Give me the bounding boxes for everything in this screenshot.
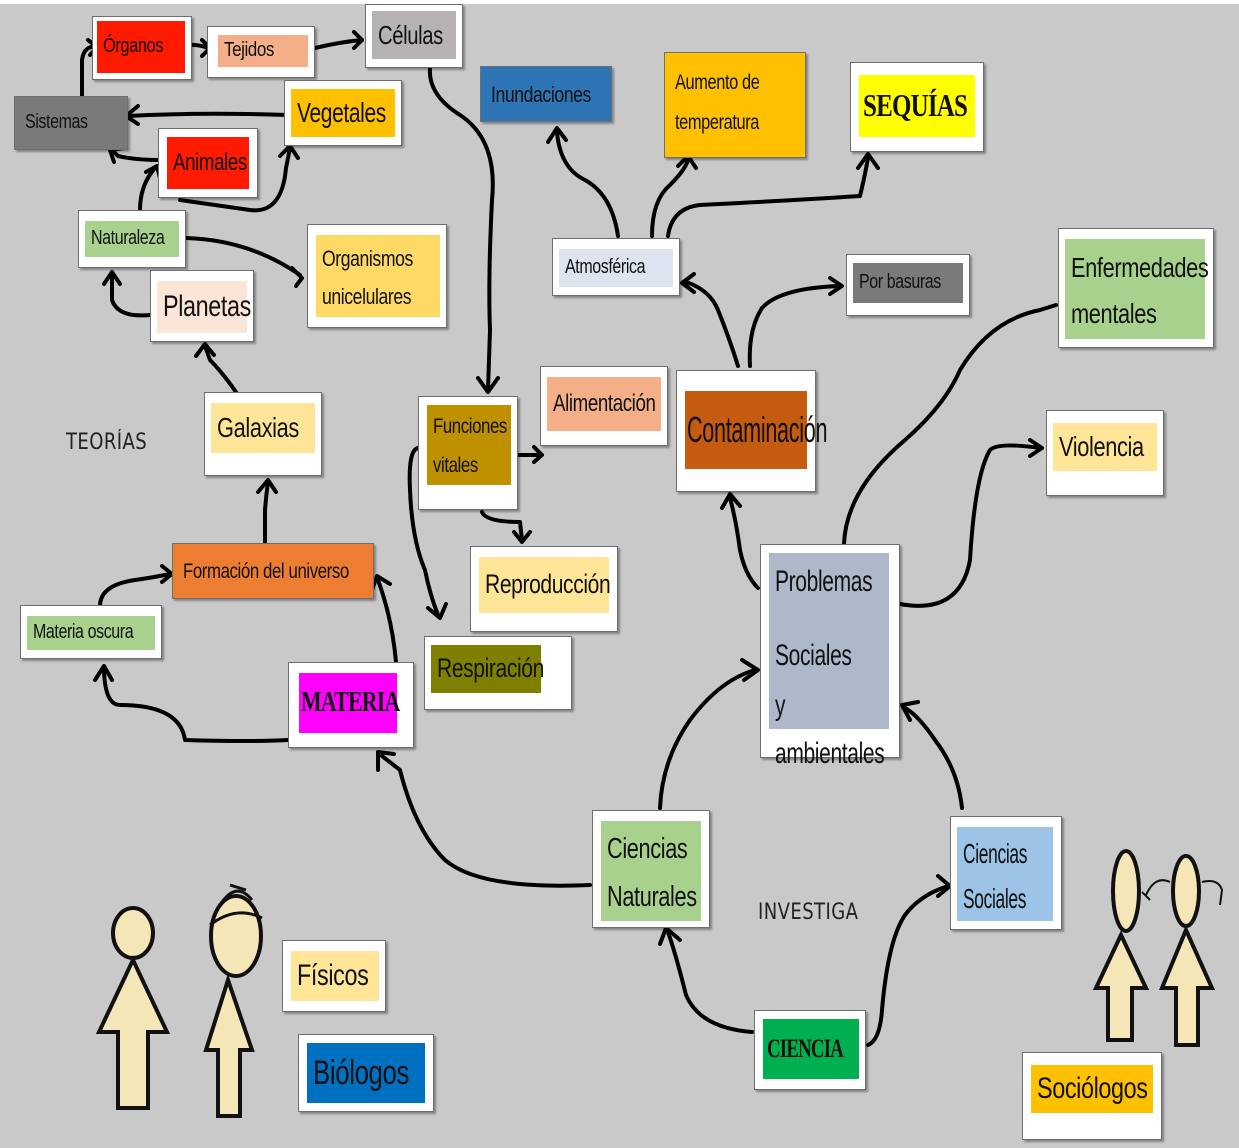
node-ciencia: CIENCIA — [754, 1010, 866, 1090]
materia-oscura-label: Materia oscura — [27, 616, 155, 650]
node-naturaleza: Naturaleza — [78, 210, 186, 268]
node-funciones-vitales: Funciones vitales — [418, 396, 518, 510]
node-alimentacion: Alimentación — [540, 366, 668, 446]
node-ciencias-naturales: Ciencias Naturales — [592, 810, 710, 928]
galaxias-label: Galaxias — [211, 403, 315, 453]
biologist-body-icon — [203, 973, 255, 1118]
organos-label: Órganos — [97, 21, 185, 73]
investiga-text: INVESTIGA — [758, 900, 859, 925]
node-sequias: SEQUÍAS — [850, 62, 984, 152]
sociologist-head-icon-left — [1111, 849, 1141, 933]
physicist-head-icon — [111, 906, 155, 960]
tejidos-label: Tejidos — [218, 35, 308, 67]
violencia-label: Violencia — [1053, 423, 1157, 471]
alimentacion-label: Alimentación — [547, 377, 661, 431]
sistemas-label: Sistemas — [25, 111, 88, 134]
node-inundaciones: Inundaciones — [480, 66, 612, 122]
reproduccion-label: Reproducción — [479, 557, 611, 613]
physicist-body-icon — [95, 955, 171, 1110]
sociologos-label: Sociólogos — [1031, 1065, 1153, 1113]
node-celulas: Células — [365, 4, 463, 68]
node-materia-oscura: Materia oscura — [20, 605, 162, 659]
aumento-label: Aumento de temperatura — [675, 71, 760, 134]
materia-label: MATERIA — [299, 673, 400, 733]
animales-label: Animales — [167, 137, 249, 189]
node-galaxias: Galaxias — [204, 392, 322, 476]
node-organos: Órganos — [92, 16, 192, 80]
celulas-label: Células — [372, 11, 456, 59]
node-contaminacion: Contaminación — [676, 370, 827, 492]
organismos-label: Organismos unicelulares — [316, 235, 440, 317]
node-animales: Animales — [158, 128, 258, 198]
ciencia-label: CIENCIA — [763, 1019, 859, 1079]
node-fisicos: Físicos — [282, 940, 386, 1012]
node-por-basuras: Por basuras — [846, 254, 970, 316]
inundaciones-label: Inundaciones — [491, 82, 591, 108]
sociologist-body-icon-left — [1092, 930, 1150, 1042]
sequias-label: SEQUÍAS — [859, 75, 975, 137]
biologos-label: Biólogos — [307, 1043, 425, 1103]
node-materia: MATERIA — [288, 662, 414, 748]
atmosferica-label: Atmosférica — [559, 249, 673, 287]
node-atmosferica: Atmosférica — [552, 238, 680, 296]
node-reproduccion: Reproducción — [470, 546, 618, 632]
node-vegetales: Vegetales — [284, 80, 402, 146]
por-basuras-label: Por basuras — [853, 263, 963, 303]
node-biologos: Biólogos — [298, 1034, 434, 1112]
node-enfermedades-mentales: Enfermedades mentales — [1058, 228, 1214, 348]
enfermedades-label: Enfermedades mentales — [1065, 239, 1209, 339]
ciencias-sociales-label: Ciencias Sociales — [957, 827, 1053, 921]
node-sociologos: Sociólogos — [1022, 1052, 1162, 1140]
node-organismos-unicelulares: Organismos unicelulares — [307, 224, 447, 328]
sociologist-head-icon-right — [1171, 854, 1201, 928]
biologist-head-icon — [209, 894, 263, 978]
respiracion-label: Respiración — [431, 645, 544, 693]
node-aumento-temperatura: Aumento de temperatura — [664, 52, 806, 158]
problemas-label: Problemas Sociales y ambientales — [769, 553, 889, 770]
funciones-label: Funciones vitales — [427, 405, 511, 485]
node-respiracion: Respiración — [424, 636, 572, 710]
contaminacion-label: Contaminación — [685, 391, 827, 469]
node-problemas-sociales-ambientales: Problemas Sociales y ambientales — [760, 544, 900, 770]
naturaleza-label: Naturaleza — [85, 221, 179, 257]
teorias-text: TEORÍAS — [66, 430, 148, 455]
ciencias-naturales-label: Ciencias Naturales — [601, 821, 701, 921]
fisicos-label: Físicos — [291, 951, 379, 1001]
node-ciencias-sociales: Ciencias Sociales — [950, 816, 1062, 930]
node-formacion-universo: Formación del universo — [172, 543, 374, 599]
node-violencia: Violencia — [1046, 410, 1164, 496]
node-sistemas: Sistemas — [14, 96, 128, 150]
node-tejidos: Tejidos — [207, 26, 315, 78]
vegetales-label: Vegetales — [291, 89, 395, 137]
formacion-label: Formación del universo — [183, 559, 349, 583]
planetas-label: Planetas — [157, 281, 251, 333]
sociologist-body-icon-right — [1159, 924, 1216, 1047]
node-planetas: Planetas — [150, 270, 254, 342]
